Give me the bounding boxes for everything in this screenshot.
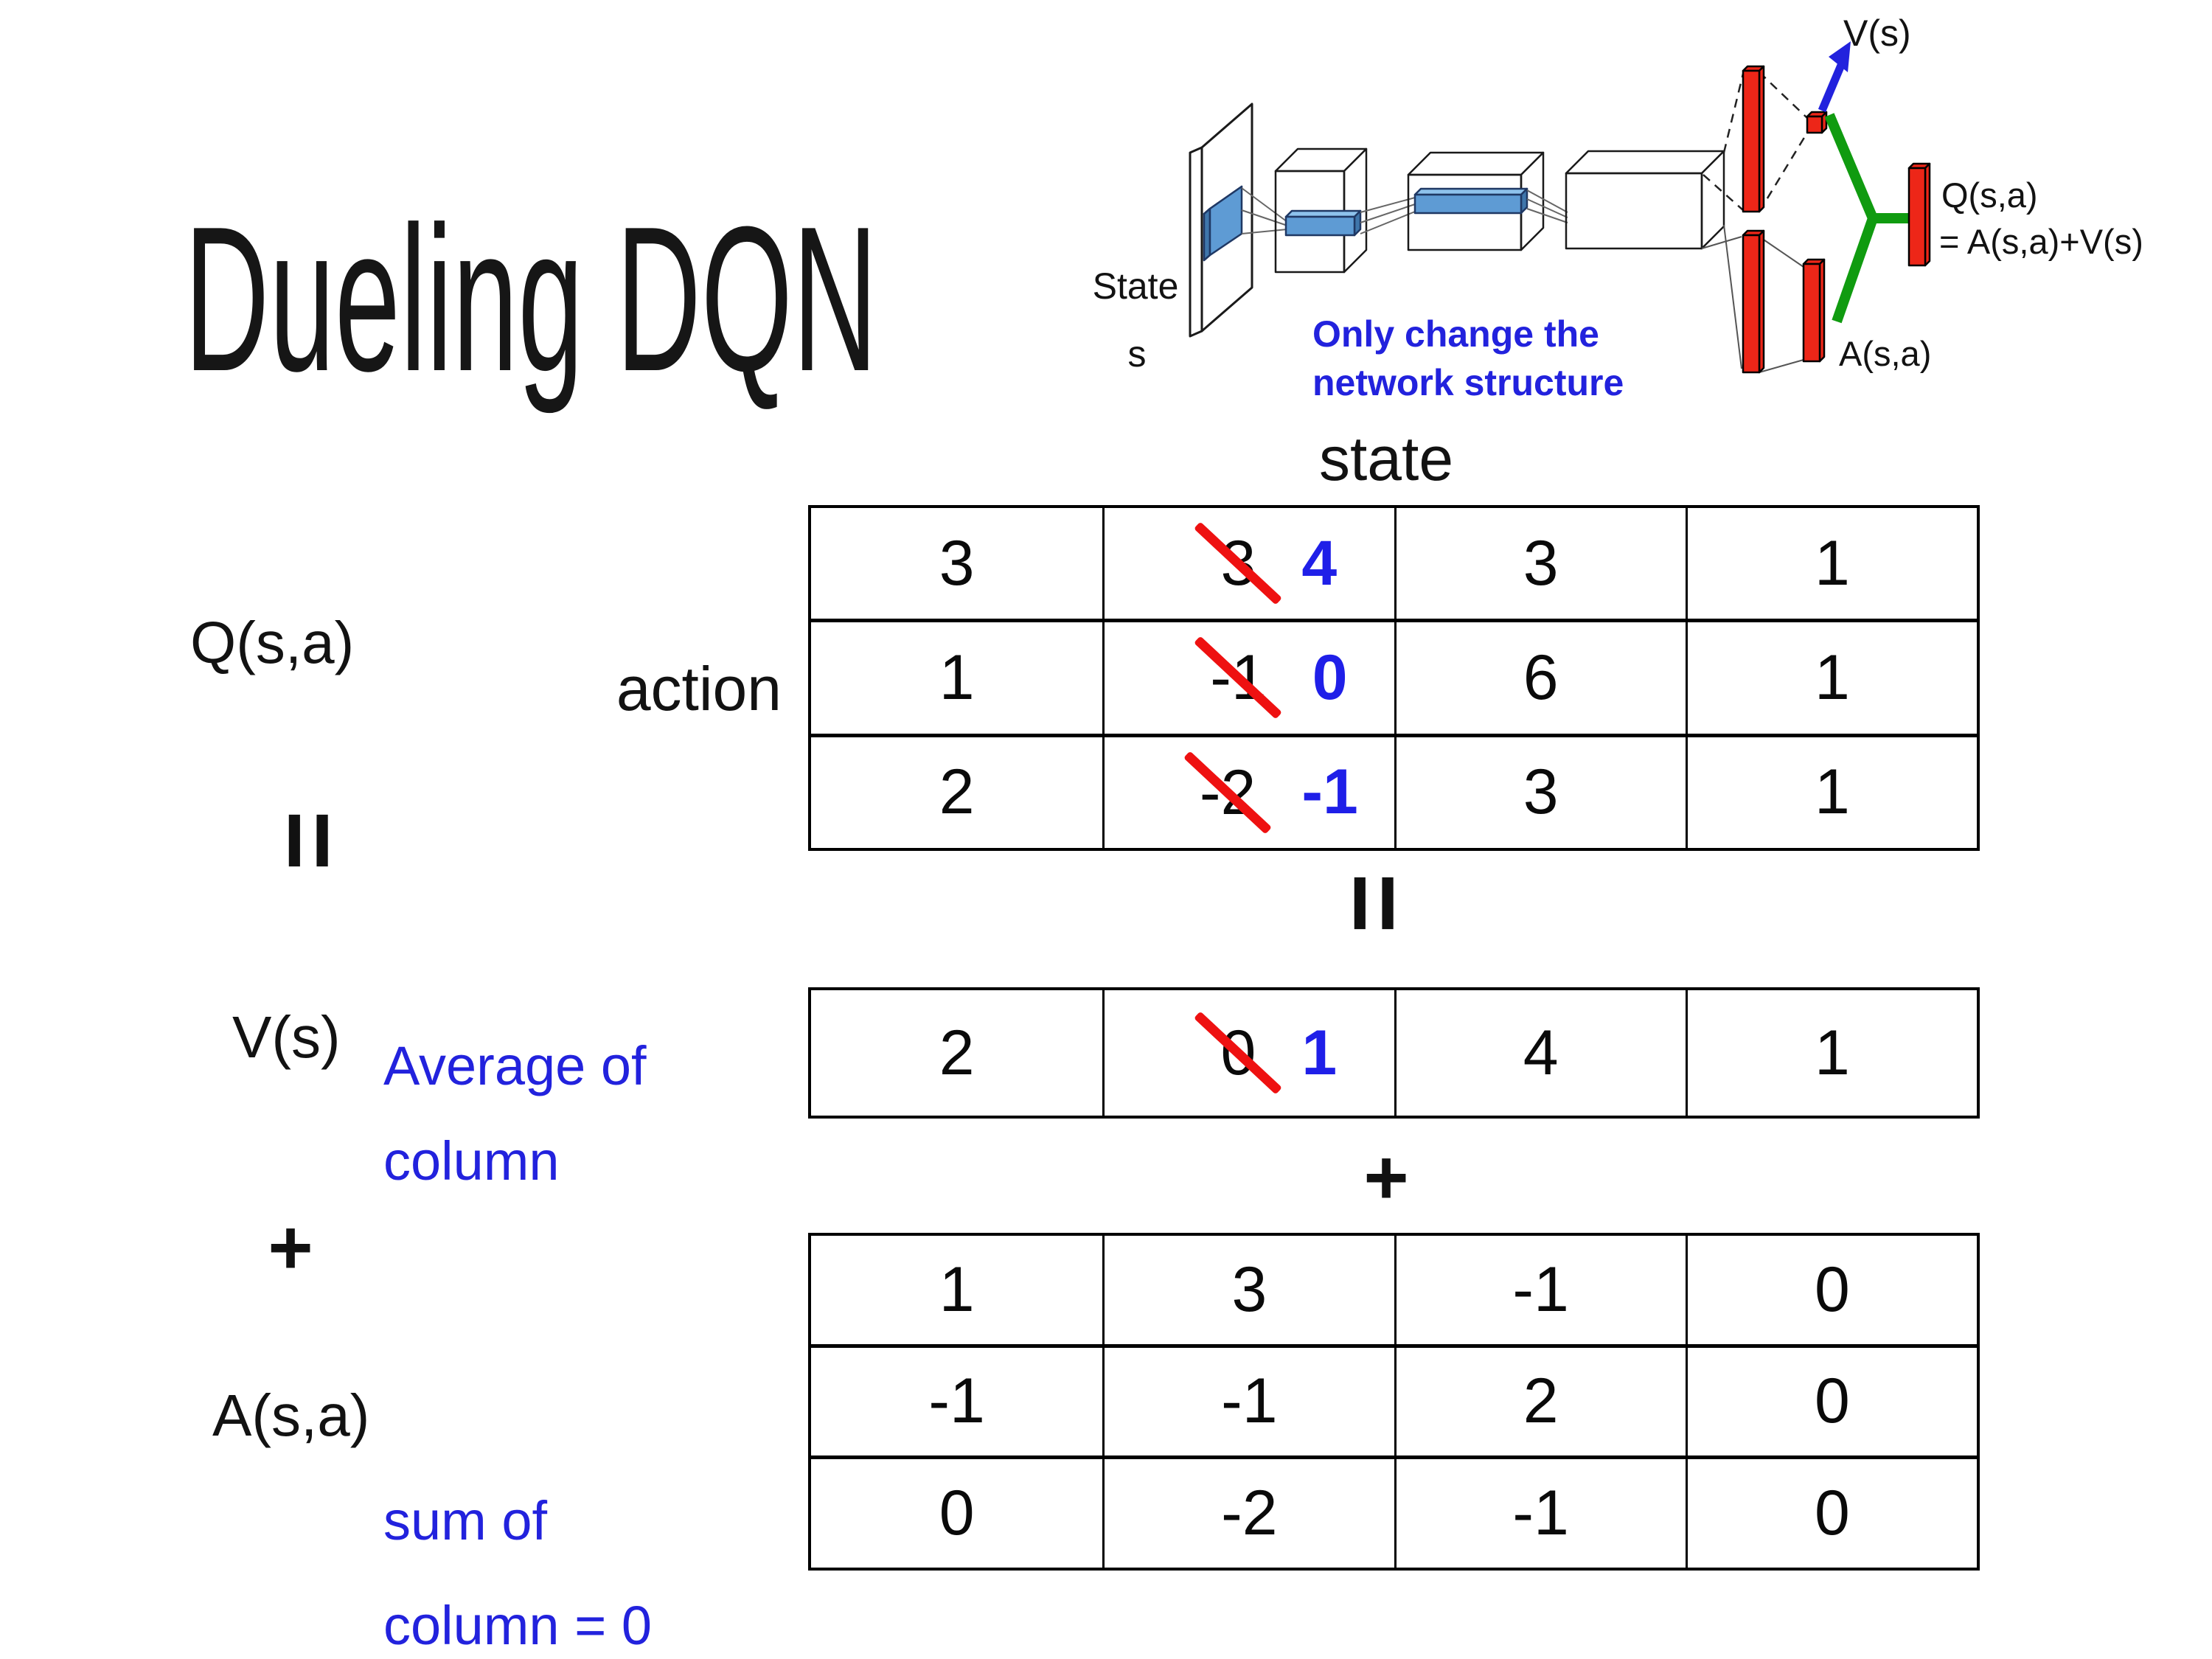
- plus-sign-left: +: [268, 1204, 313, 1291]
- a-note-line2: column = 0: [383, 1595, 653, 1656]
- diagram-qsa-label: Q(s,a): [1941, 175, 2038, 215]
- state-header: state: [1318, 424, 1454, 493]
- v-note-line2: column: [383, 1130, 560, 1192]
- table-cell-crossed: 0 1: [1102, 990, 1394, 1116]
- fc-links-dashed: [1703, 72, 1809, 212]
- advantage-node-bar: [1802, 258, 1826, 363]
- q-output-bar: [1907, 162, 1931, 267]
- fc-bar-advantage-stream: [1742, 229, 1765, 374]
- action-header: action: [616, 654, 782, 723]
- table-cell: 3: [1394, 733, 1686, 848]
- v-note-line1: Average of: [383, 1035, 647, 1096]
- table-cell: -1: [1394, 1455, 1686, 1568]
- table-cell: 0: [1685, 1343, 1977, 1456]
- table-cell: 3: [939, 527, 975, 599]
- new-value: 1: [1301, 1017, 1338, 1088]
- table-cell: -1: [811, 1343, 1103, 1456]
- table-cell-crossed: 3 4: [1102, 508, 1394, 619]
- new-value: -1: [1301, 757, 1358, 828]
- table-cell: 6: [1394, 619, 1686, 734]
- diagram-note-line1: Only change the: [1312, 313, 1599, 355]
- input-plane-shape: [1189, 102, 1253, 338]
- equals-sign-middle: =: [1317, 873, 1433, 933]
- conv-box-2: [1407, 151, 1545, 251]
- diagram-state-sub-label: s: [1128, 333, 1147, 375]
- table-cell: 4: [1394, 990, 1686, 1116]
- value-arrow-icon: [1818, 41, 1851, 113]
- table-cell: 0: [811, 1455, 1103, 1568]
- diagram-state-label: State: [1093, 265, 1179, 307]
- feature-bar-2: [1413, 187, 1528, 215]
- value-node: [1806, 111, 1828, 134]
- dueling-network-diagram: State s: [1093, 13, 2143, 403]
- table-cell: 0: [1685, 1455, 1977, 1568]
- a-function-label: A(s,a): [212, 1382, 370, 1448]
- plus-sign-middle: +: [1363, 1134, 1409, 1221]
- table-cell: -2: [1102, 1455, 1394, 1568]
- v-value-table: 2 0 1 4 1: [808, 987, 1980, 1119]
- diagram-asa-label: A(s,a): [1839, 334, 1931, 373]
- a-value-table: 1 3 -1 0 -1 -1 2 0 0 -2 -1 0: [808, 1233, 1980, 1571]
- diagram-q-formula: = A(s,a)+V(s): [1939, 222, 2143, 261]
- feature-bar-1: [1284, 209, 1362, 237]
- page-title: Dueling DQN: [184, 184, 878, 414]
- table-cell: -1: [1394, 1236, 1686, 1344]
- diagram-note-line2: network structure: [1312, 362, 1624, 403]
- table-cell: 1: [1685, 733, 1977, 848]
- table-cell: 2: [1394, 1343, 1686, 1456]
- table-cell: -1: [1102, 1343, 1394, 1456]
- table-cell: 1: [1685, 508, 1977, 619]
- aggregate-junction: [1824, 113, 1909, 324]
- new-value: 4: [1301, 527, 1338, 599]
- new-value: 0: [1312, 641, 1348, 713]
- fc-bar-value-stream: [1742, 65, 1765, 213]
- table-cell: 3: [1102, 1236, 1394, 1344]
- table-cell: 1: [939, 1253, 975, 1325]
- equals-sign-left: =: [251, 810, 368, 871]
- table-cell: 3: [1394, 508, 1686, 619]
- v-function-label: V(s): [232, 1004, 341, 1070]
- diagram-vs-label: V(s): [1843, 13, 1911, 54]
- table-cell: 1: [1685, 619, 1977, 734]
- q-value-table: 3 3 4 3 1 1 -1 0 6 1 2 -2 -1 3 1: [808, 505, 1980, 851]
- table-cell: 1: [811, 619, 1103, 733]
- conv-fan-lines-1: [1241, 187, 1288, 234]
- fc-links-solid: [1701, 224, 1804, 373]
- table-cell: 0: [1685, 1236, 1977, 1344]
- table-cell: 1: [1685, 990, 1977, 1116]
- conv-box-3: [1565, 150, 1725, 250]
- table-cell-crossed: -1 0: [1102, 619, 1394, 734]
- conv-fan-lines-3: [1526, 189, 1568, 223]
- input-feature-slab: [1203, 185, 1243, 262]
- table-cell: 2: [939, 1017, 975, 1088]
- conv-fan-lines-2: [1360, 197, 1416, 234]
- q-function-label: Q(s,a): [190, 610, 355, 675]
- conv-box-1: [1274, 147, 1368, 274]
- table-cell-crossed: -2 -1: [1102, 733, 1394, 848]
- table-cell: 2: [811, 733, 1103, 848]
- a-note-line1: sum of: [383, 1490, 548, 1551]
